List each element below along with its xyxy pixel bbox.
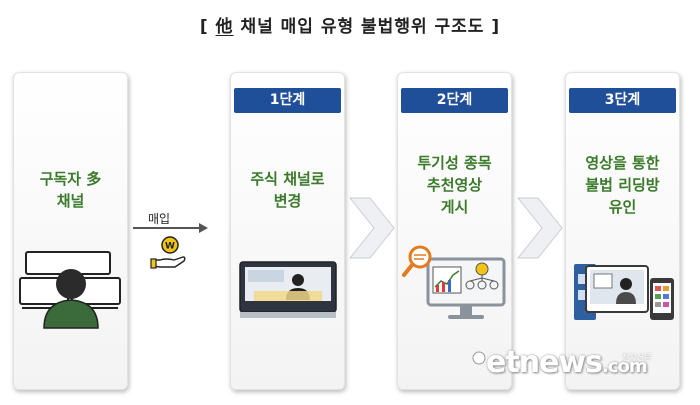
title-text: 채널 매입 유형 불법행위 구조도: [233, 17, 485, 37]
stage-1-card: [230, 72, 345, 390]
watermark-suffix: .com: [601, 356, 648, 377]
buy-label: 매입: [148, 212, 171, 226]
stage-1-text: 주식 채널로 변경: [250, 170, 325, 210]
watermark-korean: 전자신문: [622, 353, 652, 362]
buy-arrow-icon: [133, 223, 208, 233]
streaming-monitor-icon: [239, 261, 337, 318]
title-left-bracket: [: [199, 17, 209, 37]
stage-2-header: 2단계: [401, 88, 508, 113]
stock-chart-monitor-icon: [402, 245, 506, 319]
chevron-right-icon: [348, 197, 395, 259]
stage-1-header: 1단계: [234, 88, 341, 113]
watermark-etnews: etnews.com: [486, 345, 648, 380]
video-and-phone-icon: [574, 264, 674, 320]
stage-3-header: 3단계: [569, 88, 676, 113]
money-hand-icon: W: [150, 236, 186, 269]
multi-monitor-user-icon: [19, 251, 121, 329]
stage-2-card: [397, 72, 512, 390]
etnews-logo-mark-icon: [472, 351, 486, 365]
stage-2-text: 투기성 종목 추천영상 게시: [417, 154, 492, 216]
stage-3-text: 영상을 통한 불법 리딩방 유인: [585, 154, 660, 216]
chevron-right-icon: [516, 197, 563, 259]
source-channel-card: [13, 72, 128, 390]
title-underlined-word: 他: [215, 17, 234, 37]
diagram-title: [ 他 채널 매입 유형 불법행위 구조도 ]: [0, 12, 700, 37]
watermark-text: etnews: [486, 345, 603, 380]
source-channel-text: 구독자 多 채널: [39, 170, 102, 210]
stage-3-card: [565, 72, 680, 390]
title-right-bracket: ]: [491, 17, 501, 37]
svg-text:W: W: [165, 242, 175, 252]
